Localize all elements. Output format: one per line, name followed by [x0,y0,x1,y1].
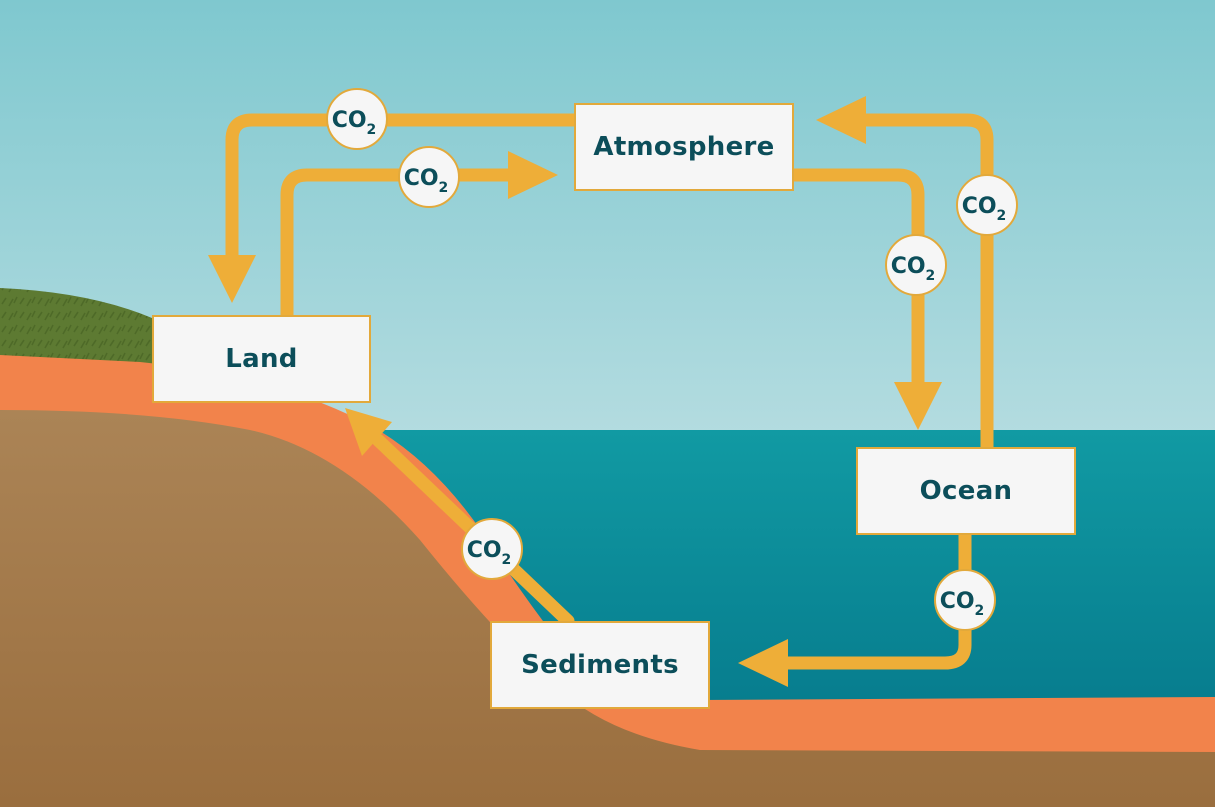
arrowhead-to-land-from-sediments [345,408,392,456]
arrow-ocean-to-sediments [773,528,972,670]
co2-badges: CO2 CO2 CO2 CO2 CO2 CO2 [326,88,1018,631]
co2-badge: CO2 [956,174,1018,236]
co2-text: CO2 [467,538,512,568]
node-sediments-label: Sediments [521,650,679,680]
co2-text: CO2 [891,254,936,284]
arrowhead-to-sediments [738,639,788,687]
node-ocean-label: Ocean [919,476,1013,506]
land-mass [0,410,1215,807]
arrowheads [208,96,942,687]
arrow-land-to-atmosphere [280,168,527,322]
co2-text: CO2 [332,108,377,138]
arrow-ocean-to-atmosphere [851,113,994,454]
co2-badge: CO2 [326,88,388,150]
node-atmosphere: Atmosphere [574,103,794,191]
co2-badge: CO2 [398,146,460,208]
arrowhead-to-atmosphere-left [508,151,558,199]
arrow-atmosphere-to-land [225,113,581,269]
co2-text: CO2 [962,194,1007,224]
arrow-atmosphere-to-ocean [787,168,925,399]
node-atmosphere-label: Atmosphere [593,132,775,162]
co2-badge: CO2 [461,518,523,580]
co2-text: CO2 [940,589,985,619]
co2-text: CO2 [404,166,449,196]
co2-badge: CO2 [934,569,996,631]
node-ocean: Ocean [856,447,1076,535]
grass-hill [0,288,152,365]
co2-badge: CO2 [885,234,947,296]
node-sediments: Sediments [490,621,710,709]
node-land: Land [152,315,371,403]
arrowhead-to-land [208,255,256,303]
flow-arrows [225,113,994,670]
arrowhead-to-ocean [894,382,942,430]
node-land-label: Land [225,344,298,374]
arrowhead-to-atmosphere-right [816,96,866,144]
